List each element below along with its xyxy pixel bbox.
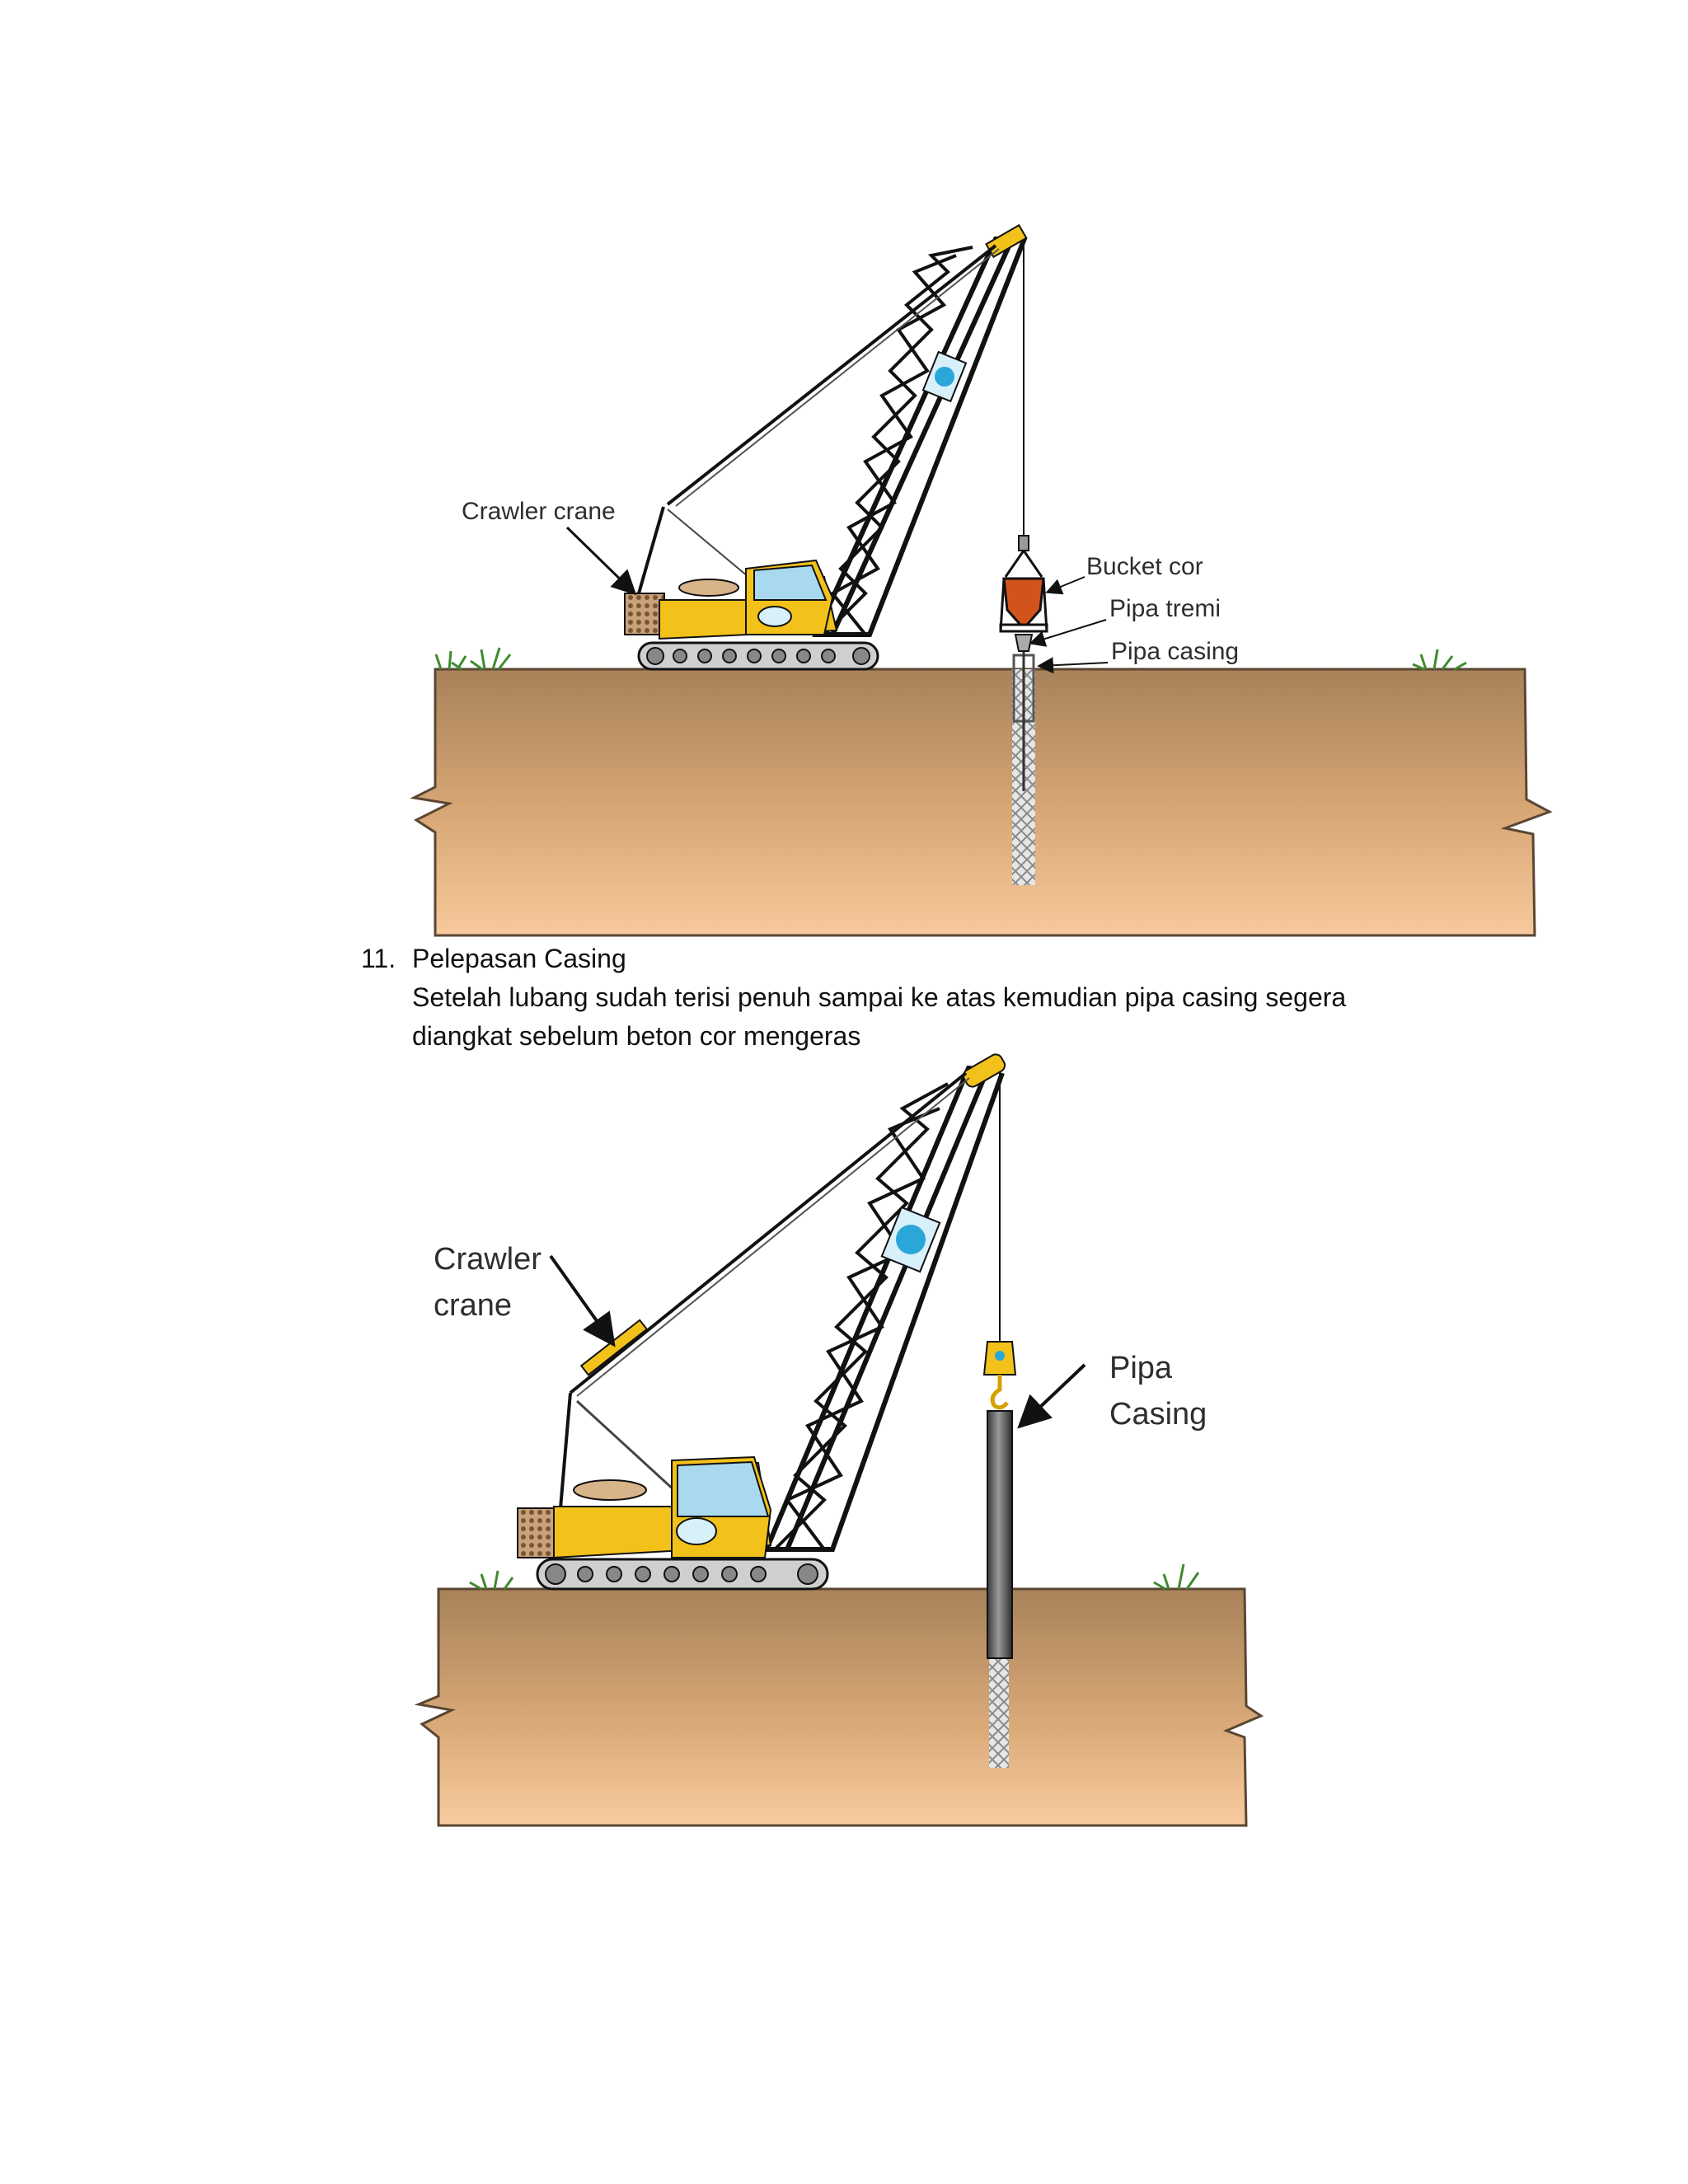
arrow-pipa-casing-2: [1017, 1363, 1086, 1429]
soil-section-2: [414, 1587, 1264, 1827]
label-pipa-casing-2b: Casing: [1109, 1397, 1207, 1432]
label-crawler-crane-2a: Crawler: [434, 1242, 542, 1277]
label-crawler-crane-2b: crane: [434, 1288, 512, 1323]
soil-section: [410, 668, 1553, 937]
bucket-cor: [999, 535, 1048, 652]
label-pipa-casing-1: Pipa casing: [1111, 638, 1239, 665]
label-bucket-cor: Bucket cor: [1086, 553, 1203, 580]
grass: [434, 647, 1467, 671]
arrow-crawler-crane-1: [565, 526, 637, 596]
step-title: Pelepasan Casing: [412, 944, 626, 973]
arrow-crawler-crane-2: [549, 1254, 616, 1347]
figure-2: Crawler crane Pipa Casing: [414, 1053, 1264, 1827]
figure-1: Crawler crane Bucket cor Pipa tremi Pipa…: [410, 223, 1553, 937]
step-number: 11.: [361, 944, 396, 973]
pipa-casing-lifted: [987, 1410, 1013, 1659]
crawler-crane-2: [517, 1053, 1006, 1591]
label-crawler-crane-1: Crawler crane: [462, 498, 616, 525]
counterweight: [624, 593, 665, 635]
step-description: Setelah lubang sudah terisi penuh sampai…: [412, 982, 1347, 1051]
label-pipa-tremi: Pipa tremi: [1109, 595, 1221, 622]
grass-2: [469, 1563, 1200, 1591]
crane-hook: [982, 1066, 1017, 1410]
label-pipa-2a: Pipa: [1109, 1351, 1173, 1385]
step-11: 11. Pelepasan Casing Setelah lubang suda…: [361, 940, 1515, 1056]
crawler-crane-1: [624, 223, 1028, 671]
